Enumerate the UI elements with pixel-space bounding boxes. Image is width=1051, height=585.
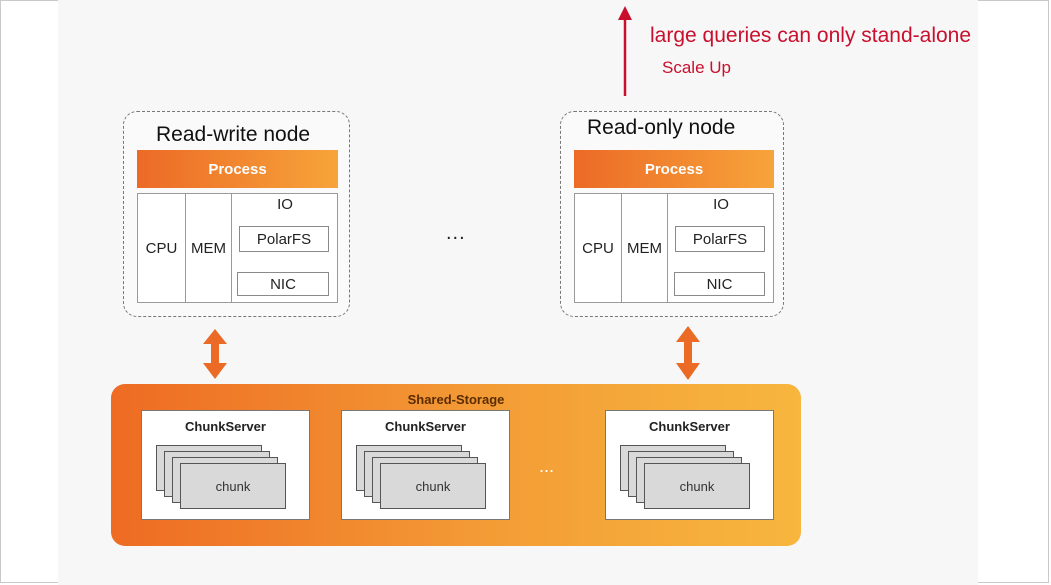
chunk-server-title: ChunkServer bbox=[185, 419, 266, 434]
read-only-io-label: IO bbox=[713, 196, 729, 213]
read-write-cpu-cell: CPU bbox=[138, 194, 186, 302]
chunk-card-front: chunk bbox=[180, 463, 286, 509]
read-write-hardware-box: CPU MEM IO PolarFS NIC bbox=[137, 193, 338, 303]
read-write-polarfs-box: PolarFS bbox=[239, 226, 329, 252]
read-only-node-title: Read-only node bbox=[587, 116, 736, 139]
read-only-process-bar: Process bbox=[574, 150, 774, 188]
read-only-cpu-cell: CPU bbox=[575, 194, 622, 302]
read-only-mem-cell: MEM bbox=[622, 194, 668, 302]
read-only-nic-box: NIC bbox=[674, 272, 765, 296]
chunk-server-3: ChunkServer chunk bbox=[605, 410, 774, 520]
read-write-mem-cell: MEM bbox=[186, 194, 232, 302]
chunk-card-front: chunk bbox=[644, 463, 750, 509]
chunk-server-1: ChunkServer chunk bbox=[141, 410, 310, 520]
read-write-io-label: IO bbox=[277, 196, 293, 213]
scale-up-label: Scale Up bbox=[662, 58, 731, 77]
nodes-ellipsis: ... bbox=[446, 222, 466, 244]
read-write-process-bar: Process bbox=[137, 150, 338, 188]
left-bidirectional-arrow-icon bbox=[203, 329, 227, 379]
read-only-hardware-box: CPU MEM IO PolarFS NIC bbox=[574, 193, 774, 303]
chunk-server-title: ChunkServer bbox=[385, 419, 466, 434]
read-only-polarfs-box: PolarFS bbox=[675, 226, 765, 252]
scale-up-arrow-icon bbox=[618, 6, 632, 96]
read-write-node-title: Read-write node bbox=[156, 123, 311, 146]
chunk-server-2: ChunkServer chunk bbox=[341, 410, 510, 520]
chunk-server-title: ChunkServer bbox=[649, 419, 730, 434]
storage-ellipsis: ... bbox=[539, 456, 555, 476]
right-bidirectional-arrow-icon bbox=[676, 326, 700, 380]
scale-up-annotation: large queries can only stand-alone bbox=[650, 24, 972, 47]
chunk-card-front: chunk bbox=[380, 463, 486, 509]
shared-storage: Shared-Storage ChunkServer chunk ChunkSe… bbox=[111, 384, 801, 546]
read-write-nic-box: NIC bbox=[237, 272, 329, 296]
shared-storage-title: Shared-Storage bbox=[407, 392, 505, 407]
